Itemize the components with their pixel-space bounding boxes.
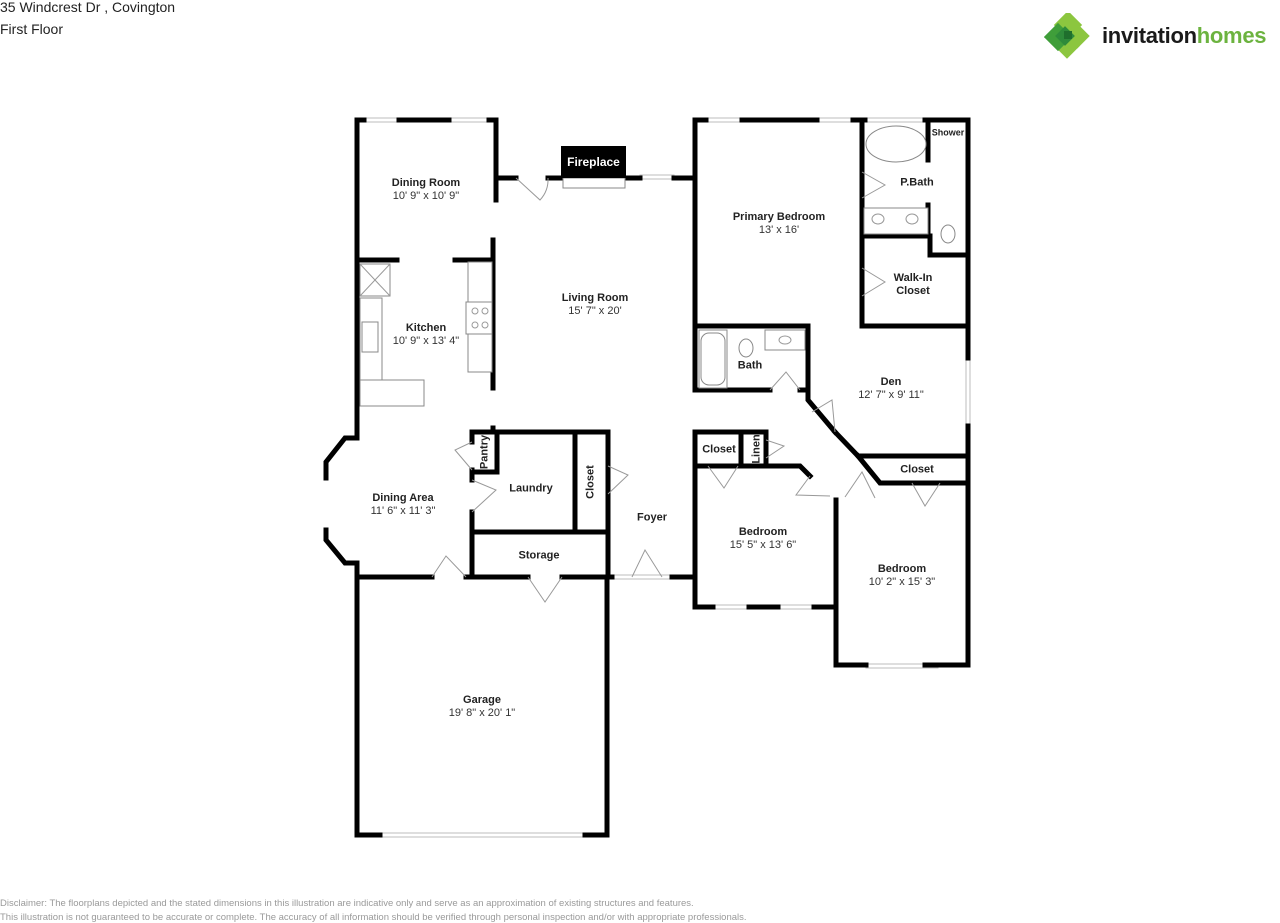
room-bath: Bath [737, 359, 763, 372]
room-laundry: Laundry [509, 482, 553, 495]
fixtures [359, 125, 956, 407]
room-dining-room: Dining Room 10' 9" x 10' 9" [391, 177, 461, 202]
room-linen: Linen [750, 434, 763, 464]
room-shower: Shower [931, 127, 965, 138]
room-living-room: Living Room 15' 7" x 20' [561, 292, 629, 317]
room-den: Den 12' 7" x 9' 11" [858, 376, 924, 401]
room-hall-closet: Closet [584, 465, 597, 499]
room-storage: Storage [518, 549, 560, 562]
fireplace: Fireplace [561, 146, 626, 178]
room-kitchen: Kitchen 10' 9" x 13' 4" [392, 322, 460, 347]
property-address: 35 Windcrest Dr , Covington [0, 0, 176, 15]
room-p-bath: P.Bath [900, 176, 934, 189]
invitation-homes-logo: invitationhomes [1044, 12, 1280, 60]
room-pantry: Pantry [478, 434, 491, 470]
logo-wordmark: invitationhomes [1102, 23, 1267, 48]
room-bedroom-2: Bedroom 15' 5" x 13' 6" [729, 526, 797, 551]
door-swings [431, 171, 941, 603]
room-foyer: Foyer [637, 511, 667, 524]
room-walk-in-closet: Walk-In Closet [893, 272, 933, 297]
floor-label: First Floor [0, 21, 63, 37]
green-diamond-cluster-icon [1044, 13, 1090, 59]
room-dining-area: Dining Area 11' 6" x 11' 3" [370, 492, 436, 517]
disclaimer-line-1: Disclaimer: The floorplans depicted and … [0, 898, 694, 909]
room-garage: Garage 19' 8" x 20' 1" [448, 694, 516, 719]
room-closet-left: Closet [702, 443, 736, 456]
room-closet-right: Closet [900, 463, 934, 476]
room-bedroom-3: Bedroom 10' 2" x 15' 3" [868, 563, 936, 588]
room-primary-bedroom: Primary Bedroom 13' x 16' [732, 211, 826, 236]
